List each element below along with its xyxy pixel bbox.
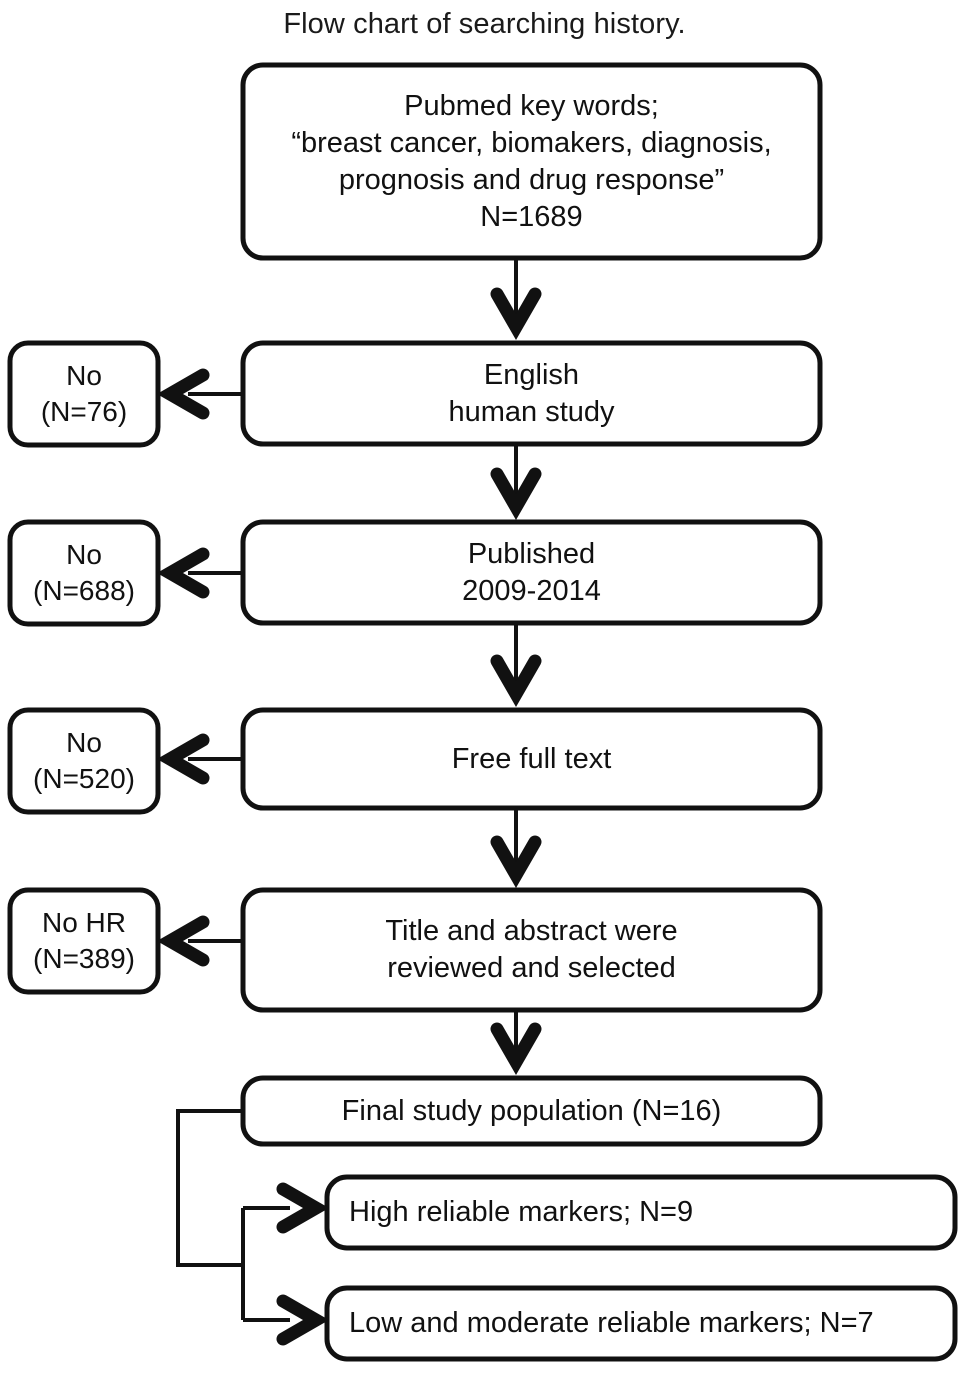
arrowhead-down-5 (490, 1022, 542, 1076)
arrowhead-down-3 (490, 654, 542, 708)
node-published-label: Published 2009-2014 (462, 537, 601, 607)
arrowhead-down-1 (490, 287, 542, 341)
arrowhead-down-4 (490, 835, 542, 889)
box-exclusion-fulltext (7, 707, 161, 815)
node-title-abstract-label: Title and abstract were reviewed and sel… (385, 915, 678, 984)
node-exclusion-language-label: No (N=76) (40, 360, 128, 427)
arrowhead-right-branch-low (276, 1294, 330, 1346)
node-exclusion-hr-label: No HR (N=389) (33, 907, 135, 974)
box-title-abstract (240, 887, 823, 1013)
node-branch-low-label: Low and moderate reliable markers; N=7 (349, 1307, 874, 1339)
node-english-label: English human study (448, 358, 615, 428)
box-branch-high (324, 1174, 958, 1251)
node-final-population-label: Final study population (N=16) (341, 1094, 722, 1127)
connector-final-to-branch-spine (176, 1109, 243, 1267)
arrowhead-left-1 (156, 368, 210, 420)
arrowhead-left-4 (156, 915, 210, 967)
node-exclusion-fulltext-label: No (N=520) (33, 727, 135, 794)
node-free-full-text-label: Free full text (451, 742, 612, 775)
arrowhead-right-branch-high (276, 1182, 330, 1234)
node-exclusion-year-label: No (N=688) (33, 539, 135, 606)
box-source (240, 62, 823, 261)
page-title: Flow chart of searching history. (283, 8, 686, 40)
arrowhead-down-2 (490, 467, 542, 521)
arrowhead-left-3 (156, 733, 210, 785)
node-source-label: Pubmed key words; “breast cancer, biomak… (291, 89, 772, 233)
box-branch-low (324, 1285, 958, 1362)
node-branch-high-label: High reliable markers; N=9 (349, 1196, 694, 1228)
arrowhead-left-2 (156, 547, 210, 599)
